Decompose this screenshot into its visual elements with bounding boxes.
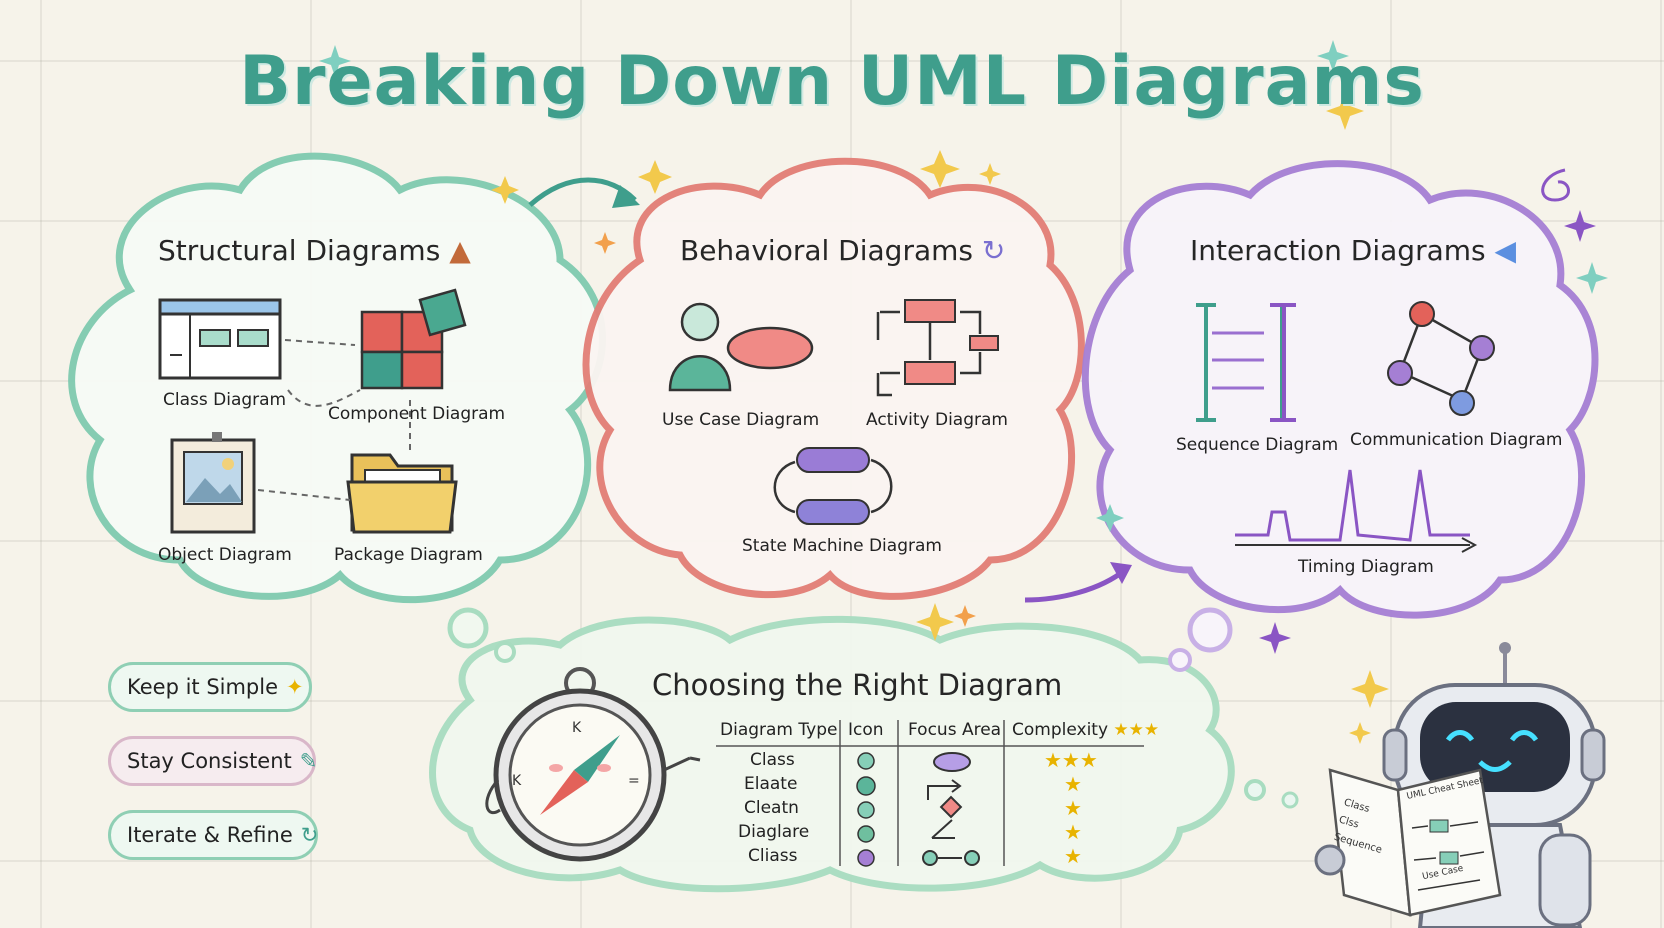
column-header-icon: Icon bbox=[848, 720, 884, 740]
class-diagram-icon bbox=[158, 298, 282, 380]
use-case-diagram-icon bbox=[668, 302, 814, 392]
class-diagram-label: Class Diagram bbox=[163, 390, 287, 410]
table-row-type: Cliass bbox=[748, 846, 798, 866]
thought-bubble bbox=[1244, 779, 1266, 801]
table-row-type: Elaate bbox=[744, 774, 798, 794]
interaction-heading-text: Interaction Diagrams bbox=[1190, 234, 1486, 267]
arrow-behavioral-to-interaction bbox=[1024, 568, 1127, 603]
activity-diagram-icon bbox=[876, 299, 999, 397]
behavioral-cloud bbox=[582, 157, 1085, 600]
marker-icon: ✎ bbox=[299, 749, 318, 773]
timing-diagram-label: Timing Diagram bbox=[1298, 557, 1434, 577]
object-diagram-icon bbox=[170, 432, 256, 534]
state-machine-diagram-label: State Machine Diagram bbox=[742, 536, 942, 556]
component-diagram-icon bbox=[360, 288, 467, 390]
complexity-stars-row: ★ bbox=[1064, 796, 1082, 820]
structural-cloud bbox=[68, 152, 606, 604]
compass-illustration bbox=[485, 667, 701, 862]
arrow-head bbox=[1110, 562, 1132, 584]
tip-iterate-refine: Iterate & Refine ↻ bbox=[108, 810, 318, 860]
tip-label: Stay Consistent bbox=[127, 749, 292, 773]
compass-letter: K bbox=[572, 720, 582, 736]
thought-bubble bbox=[1187, 607, 1233, 653]
table-row-type: Class bbox=[750, 750, 795, 770]
sparkle-icon: ✦ bbox=[286, 675, 304, 699]
column-header-complexity: Complexity ★★★ bbox=[1012, 720, 1159, 740]
table-icon-dots bbox=[856, 752, 876, 867]
timing-diagram-icon bbox=[1235, 469, 1478, 553]
behavioral-heading: Behavioral Diagrams ↻ bbox=[680, 234, 1005, 267]
dashed-connector bbox=[257, 339, 411, 501]
thought-bubble bbox=[447, 607, 489, 649]
complexity-stars-row: ★ bbox=[1064, 820, 1082, 844]
cheat-sheet bbox=[1314, 768, 1502, 917]
choosing-heading: Choosing the Right Diagram bbox=[652, 668, 1063, 702]
interaction-heading: Interaction Diagrams ◀ bbox=[1190, 234, 1516, 267]
structural-heading: Structural Diagrams ▲ bbox=[158, 234, 471, 267]
table-row-type: Diaglare bbox=[738, 822, 810, 842]
focus-area-sketches bbox=[922, 752, 980, 866]
column-header-focus-area: Focus Area bbox=[908, 720, 1002, 740]
stamp-icon: ▲ bbox=[449, 234, 471, 267]
complexity-stars-row: ★ bbox=[1064, 772, 1082, 796]
thought-bubble bbox=[1281, 791, 1299, 809]
sparkles bbox=[319, 40, 1608, 744]
refresh-icon: ↻ bbox=[300, 823, 319, 847]
activity-diagram-label: Activity Diagram bbox=[866, 410, 1008, 430]
tip-stay-consistent: Stay Consistent ✎ bbox=[108, 736, 318, 786]
state-machine-diagram-icon bbox=[773, 447, 893, 525]
object-diagram-label: Object Diagram bbox=[158, 545, 292, 565]
column-header-diagram-type: Diagram Type bbox=[720, 720, 838, 740]
refresh-icon: ↻ bbox=[981, 234, 1006, 267]
sequence-diagram-label: Sequence Diagram bbox=[1176, 435, 1339, 455]
compass-letter: K bbox=[512, 773, 522, 789]
communication-diagram-icon bbox=[1387, 301, 1495, 416]
component-diagram-label: Component Diagram bbox=[328, 404, 506, 424]
use-case-diagram-label: Use Case Diagram bbox=[662, 410, 820, 430]
communication-diagram-label: Communication Diagram bbox=[1350, 430, 1563, 450]
complexity-stars-row: ★★★ bbox=[1044, 748, 1098, 772]
complexity-header-stars: ★★★ bbox=[1113, 720, 1160, 740]
tip-keep-simple: Keep it Simple ✦ bbox=[108, 662, 312, 712]
tip-label: Keep it Simple bbox=[127, 675, 279, 699]
thought-bubble bbox=[494, 641, 516, 663]
interaction-cloud bbox=[1081, 160, 1599, 619]
structural-heading-text: Structural Diagrams bbox=[158, 234, 441, 267]
compass-letter: = bbox=[628, 773, 640, 789]
choosing-table-grid bbox=[716, 720, 1144, 866]
package-diagram-icon bbox=[346, 453, 458, 534]
page-title: Breaking Down UML Diagrams bbox=[239, 42, 1425, 121]
complexity-stars-row: ★ bbox=[1064, 844, 1082, 868]
behavioral-heading-text: Behavioral Diagrams bbox=[680, 234, 973, 267]
complexity-header-label: Complexity bbox=[1012, 720, 1109, 740]
package-diagram-label: Package Diagram bbox=[334, 545, 483, 565]
tip-label: Iterate & Refine bbox=[127, 823, 293, 847]
arrow-head bbox=[612, 185, 640, 208]
sequence-diagram-icon bbox=[1196, 303, 1296, 422]
thought-bubble bbox=[1168, 648, 1192, 672]
table-row-type: Cleatn bbox=[744, 798, 799, 818]
speaker-icon: ◀ bbox=[1494, 234, 1517, 267]
